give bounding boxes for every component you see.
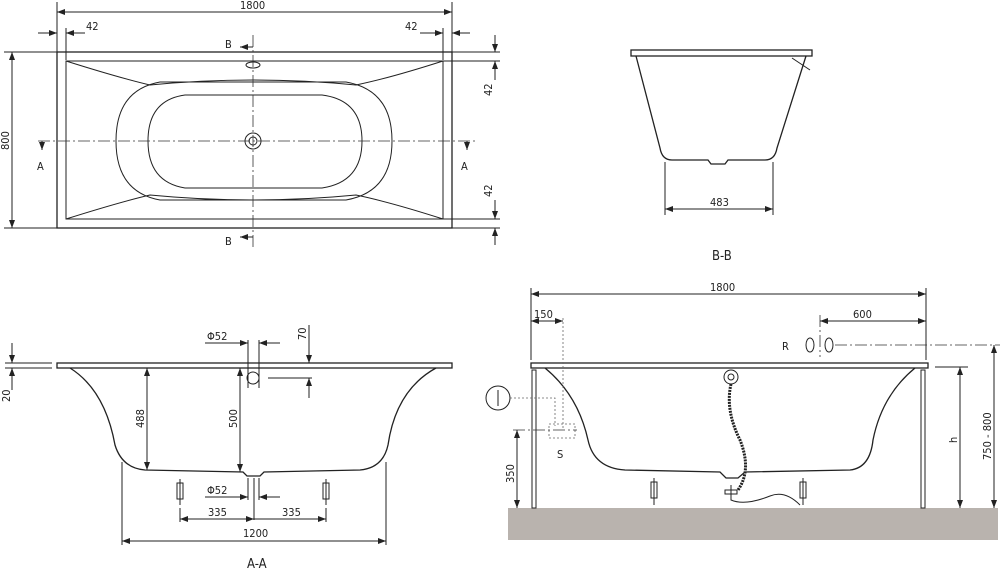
- dim-width: 800: [0, 131, 12, 150]
- side-view: 1800 150 600 R 750 - 800 h S 350: [485, 281, 1000, 540]
- basin-bottom-edge: [65, 194, 444, 220]
- dim-offset-left: 150: [534, 308, 553, 321]
- foot-icon: [650, 478, 658, 505]
- tap-label: R: [782, 340, 789, 353]
- dim-rim-right: 42: [405, 20, 418, 33]
- dim-rim-top: 42: [482, 83, 495, 96]
- rim: [630, 49, 813, 57]
- foot-icon: [176, 479, 184, 505]
- dim-tap-height: 750 - 800: [981, 412, 994, 460]
- panel-right: [920, 369, 926, 509]
- section-marker-b-bottom: B: [225, 235, 232, 248]
- rim: [56, 362, 453, 369]
- tap-icon: [824, 337, 834, 353]
- floor: [508, 508, 998, 540]
- basin-profile: [544, 367, 916, 479]
- foot-icon: [799, 478, 807, 505]
- trap-pipe: [730, 485, 801, 506]
- basin-floor: [147, 94, 363, 189]
- basin-profile: [69, 367, 437, 477]
- dim-rim-bottom: 42: [482, 184, 495, 197]
- dim-foot-left: 335: [208, 506, 227, 519]
- overflow-icon: [246, 371, 260, 385]
- dim-drain-diameter: Φ52: [207, 484, 227, 497]
- dim-socket-height: 350: [504, 464, 517, 483]
- basin-profile: [635, 55, 807, 165]
- overflow-hose: [727, 383, 747, 491]
- tub-rim-inner: [65, 60, 444, 220]
- foot-icon: [322, 479, 330, 505]
- dim-overflow-height: 70: [296, 327, 309, 340]
- section-marker-a-right: A: [461, 160, 468, 173]
- dim-length: 1800: [240, 0, 265, 12]
- socket-label: S: [557, 448, 563, 461]
- panel-left: [531, 369, 537, 509]
- dim-height-h: h: [947, 437, 960, 443]
- top-view: B B A A 1800 42 42 800 42 42: [0, 0, 500, 248]
- basin-top-edge: [65, 60, 444, 86]
- dim-inner-depth: 488: [134, 409, 147, 428]
- section-title-aa: A-A: [247, 557, 267, 571]
- section-title-bb: B-B: [712, 249, 732, 264]
- section-marker-a-left: A: [37, 160, 44, 173]
- dim-side-length: 1800: [710, 281, 735, 294]
- overflow-icon: [723, 369, 739, 385]
- dim-offset-right: 600: [853, 308, 872, 321]
- tub-outline: [56, 51, 453, 229]
- section-marker-b-top: B: [225, 38, 232, 51]
- dim-rim-left: 42: [86, 20, 99, 33]
- socket-symbol-icon: [485, 385, 511, 411]
- tap-icon: [805, 337, 815, 353]
- dim-total-depth: 500: [227, 409, 240, 428]
- section-bb: 483 B-B: [630, 49, 813, 264]
- basin-outer-oval: [115, 81, 393, 201]
- dim-foot-right: 335: [282, 506, 301, 519]
- rim: [530, 362, 929, 369]
- dim-bottom-width: 483: [710, 196, 729, 209]
- dim-overflow-diameter: Φ52: [207, 330, 227, 343]
- dim-rim-thickness: 20: [0, 389, 13, 402]
- section-aa: 20 Φ52 70 488 500 Φ52 335 335 1200 A-A: [0, 325, 453, 571]
- dim-bottom-length: 1200: [243, 527, 268, 540]
- socket-box: [548, 423, 576, 439]
